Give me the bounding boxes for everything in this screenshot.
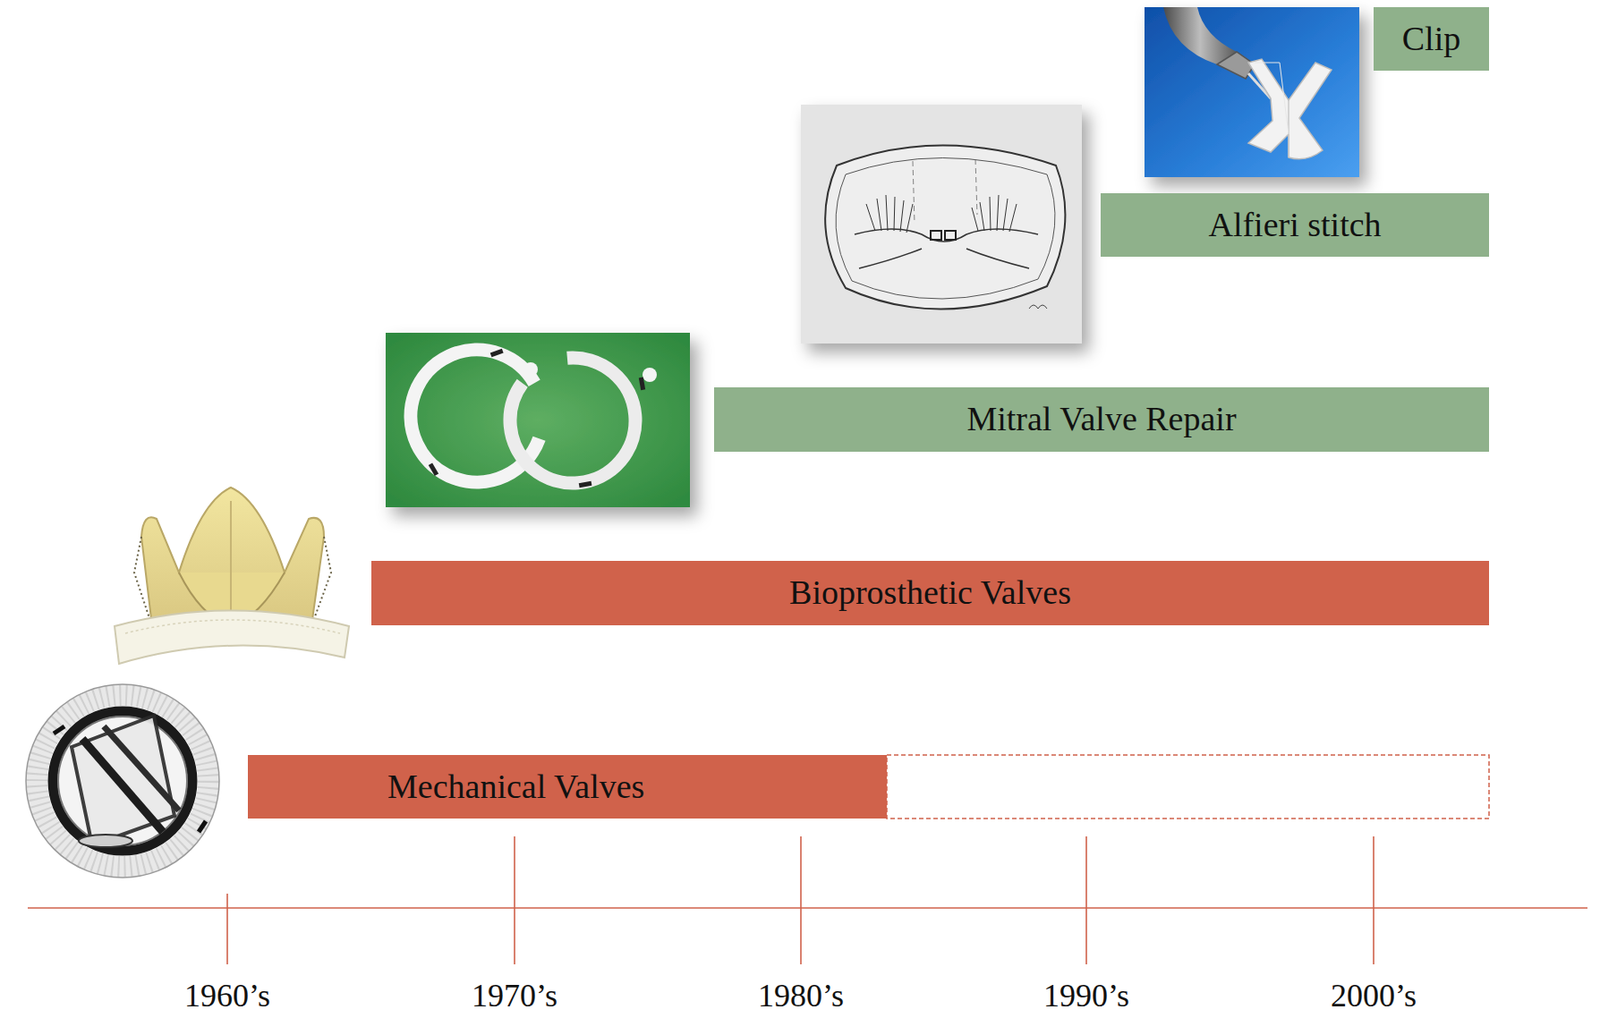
bar-label: Alfieri stitch <box>1208 206 1381 245</box>
bar-label: Bioprosthetic Valves <box>789 574 1072 613</box>
decade-label: 1960’s <box>184 978 271 1014</box>
decade-label: 2000’s <box>1330 978 1417 1014</box>
axis-tick <box>226 893 229 965</box>
decade-label: 1970’s <box>471 978 558 1014</box>
timeline-bar: Alfieri stitch <box>1100 193 1490 257</box>
time-axis <box>27 907 1588 910</box>
axis-tick <box>1372 836 1375 965</box>
dashed-extension <box>886 755 1490 819</box>
timeline-bar: Clip <box>1373 7 1490 71</box>
bar-label: Mechanical Valves <box>387 768 645 807</box>
axis-tick <box>513 836 516 965</box>
decade-label: 1990’s <box>1043 978 1130 1014</box>
timeline-bar: Mechanical Valves <box>247 755 887 819</box>
bar-label: Mitral Valve Repair <box>966 400 1236 439</box>
timeline-bar: Bioprosthetic Valves <box>371 561 1490 626</box>
alfieri-sketch-image <box>800 104 1082 344</box>
bar-label: Clip <box>1402 20 1461 59</box>
annuloplasty-ring-image <box>385 331 690 508</box>
axis-tick <box>800 836 802 965</box>
axis-tick <box>1085 836 1088 965</box>
decade-label: 1980’s <box>757 978 844 1014</box>
mechanical-valve-image <box>25 684 220 878</box>
bioprosthetic-valve-image <box>114 487 349 664</box>
timeline-bar: Mitral Valve Repair <box>714 387 1490 452</box>
mitral-clip-image <box>1144 7 1360 178</box>
